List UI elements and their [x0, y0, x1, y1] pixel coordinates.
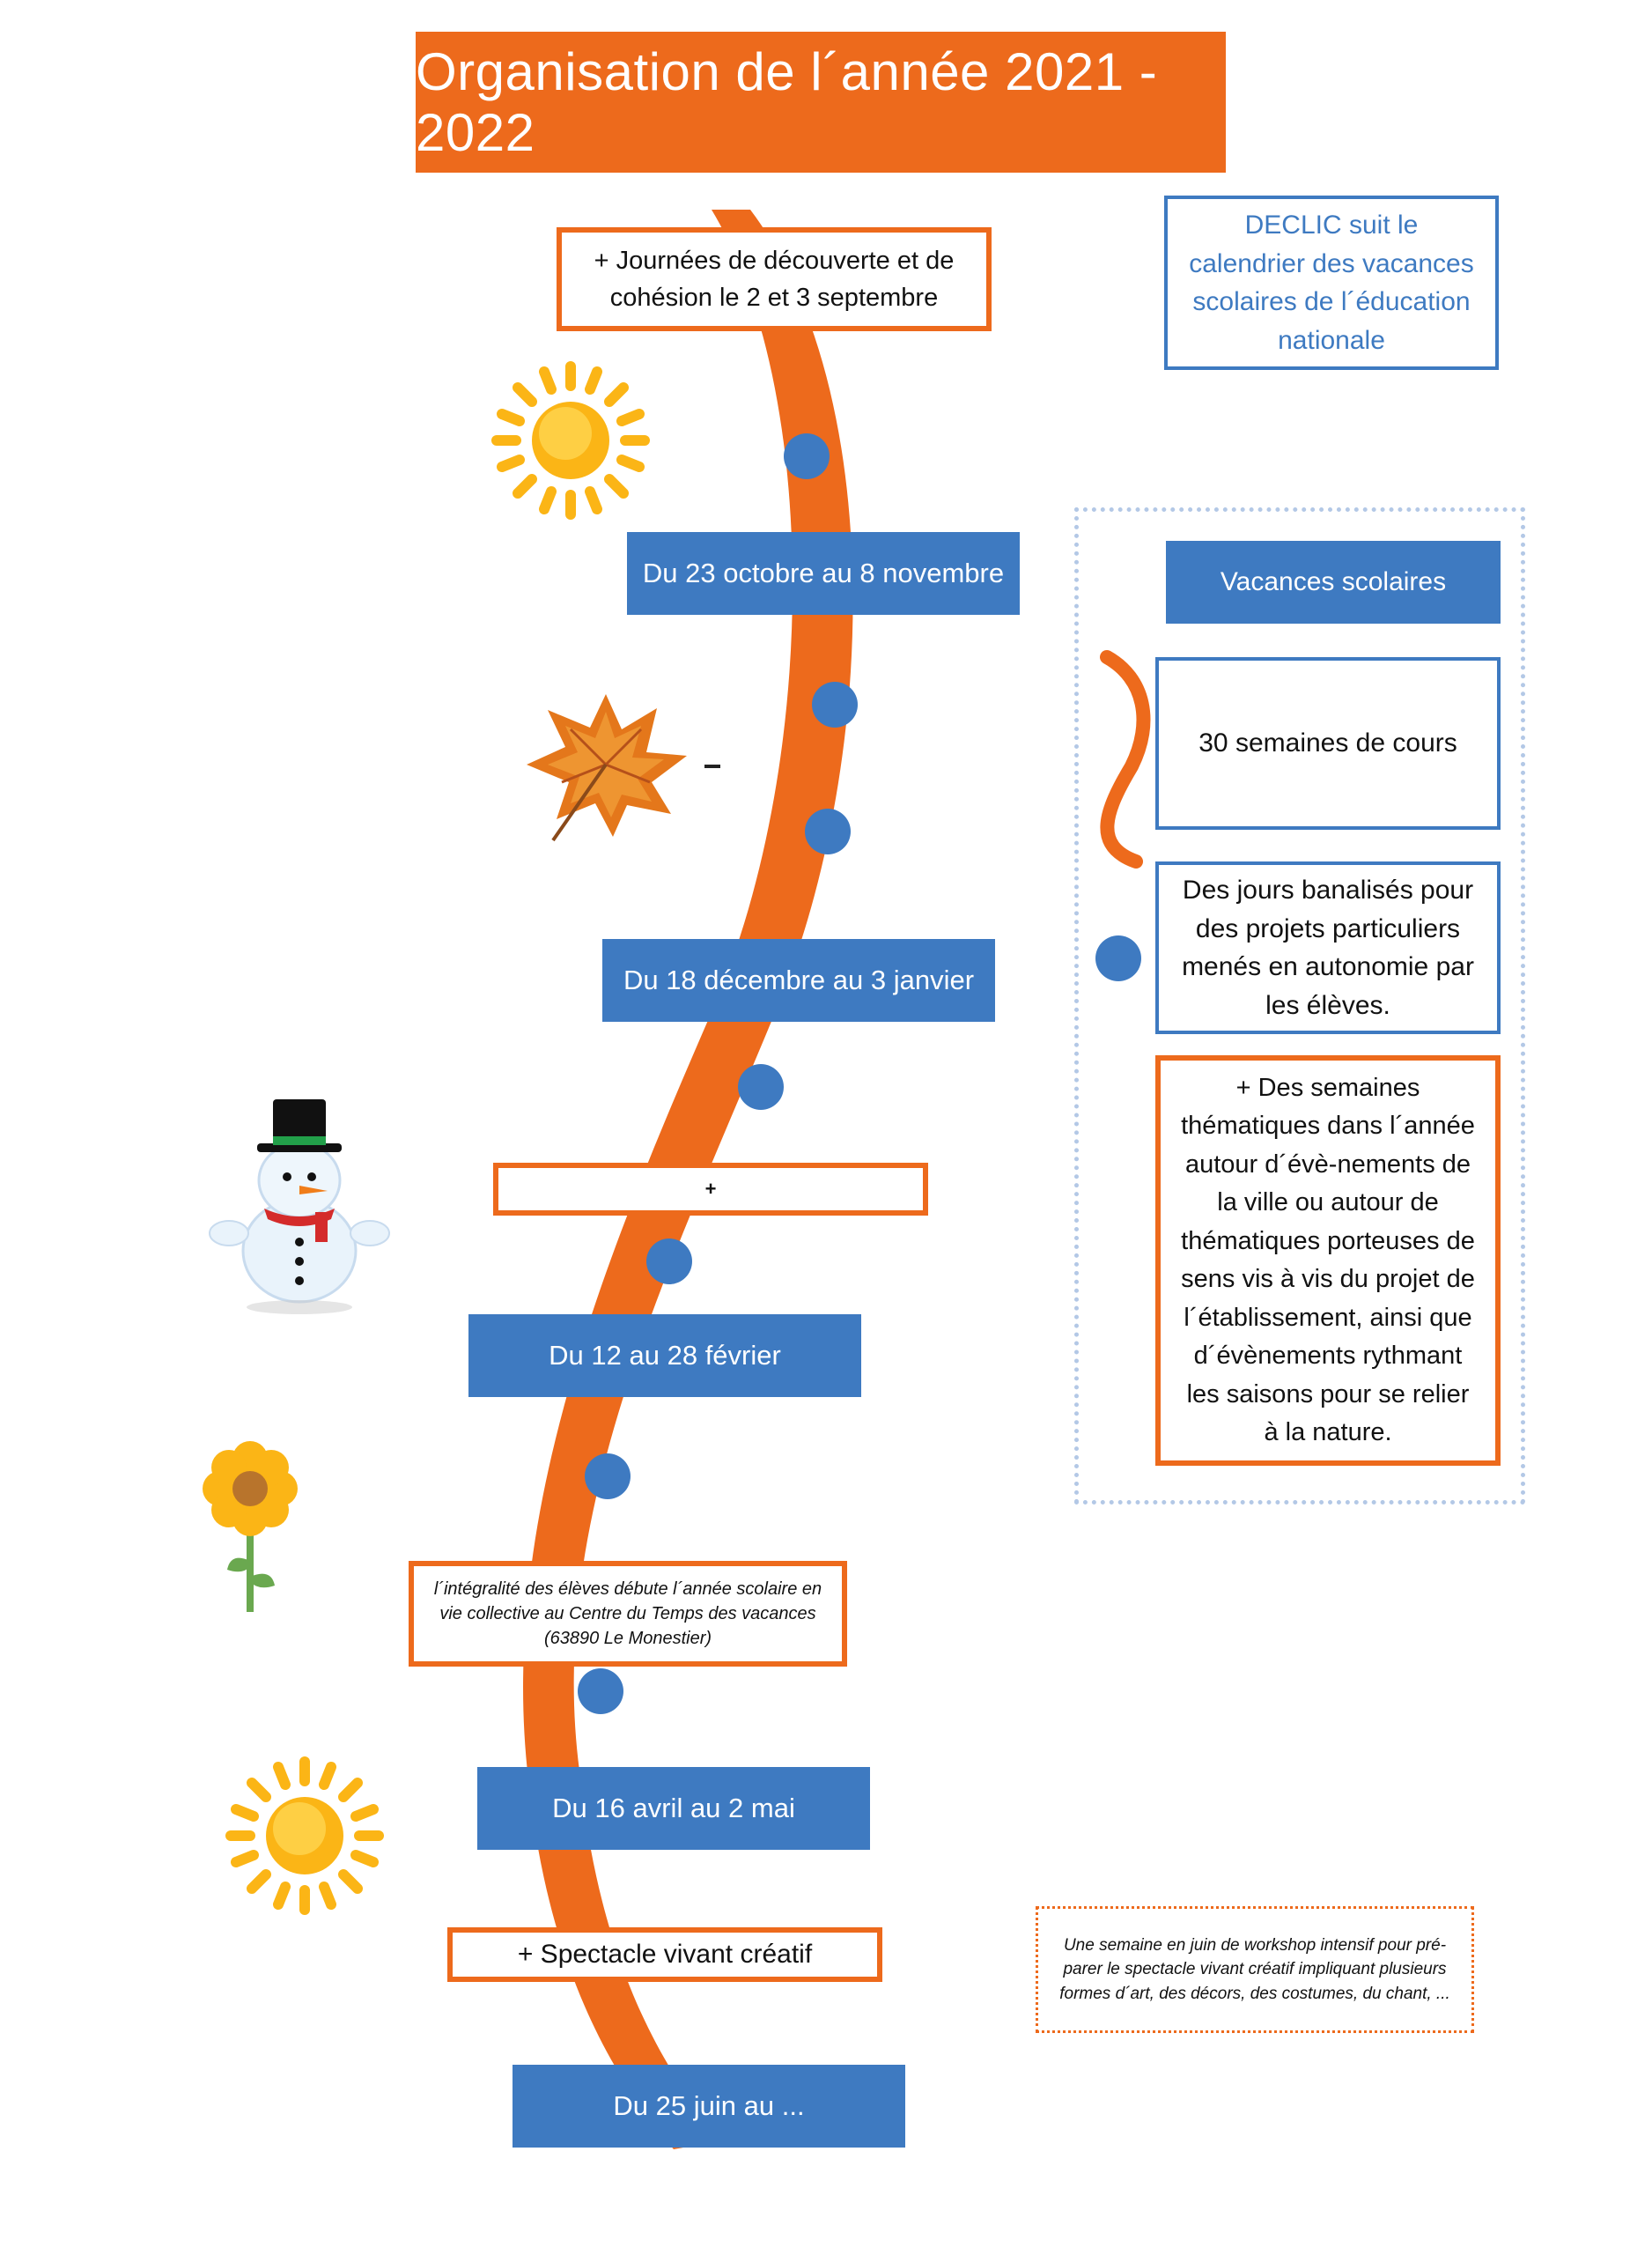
info-box: DECLIC suit le calendrier des vacances s… — [1164, 196, 1499, 370]
plus-marker-box: + — [493, 1163, 928, 1216]
vacances-hiver: Du 12 au 28 février — [468, 1314, 861, 1397]
june-workshop-note: Une semaine en juin de workshop intensif… — [1036, 1906, 1474, 2033]
vacances-ete: Du 25 juin au ... — [513, 2065, 905, 2148]
legend-semaines-cours: 30 semaines de cours — [1155, 657, 1501, 830]
special-day-dot — [812, 682, 858, 728]
vacances-toussaint: Du 23 octobre au 8 novembre — [627, 532, 1020, 615]
bracket-icon — [1100, 650, 1151, 869]
legend-frame — [1074, 507, 1525, 1505]
legend-vacances: Vacances scolaires — [1166, 541, 1501, 624]
special-day-dot — [738, 1064, 784, 1110]
dash-mark — [704, 765, 720, 768]
legend-dot — [1095, 935, 1141, 981]
special-day-dot — [578, 1668, 623, 1714]
spectacle-box: + Spectacle vivant créatif — [447, 1927, 882, 1982]
vacances-printemps: Du 16 avril au 2 mai — [477, 1767, 870, 1850]
legend-semaines-thematiques: + Des semaines thématiques dans l´année … — [1155, 1055, 1501, 1466]
special-day-dot — [585, 1453, 631, 1499]
decouverte-box: + Journées de découverte et de cohésion … — [557, 227, 992, 331]
vie-collective-box: l´intégralité des élèves débute l´année … — [409, 1561, 847, 1667]
legend-jours-banalises: Des jours banalisés pour des projets par… — [1155, 861, 1501, 1034]
special-day-dot — [784, 433, 830, 479]
vacances-noel: Du 18 décembre au 3 janvier — [602, 939, 995, 1022]
page-title: Organisation de l´année 2021 - 2022 — [416, 32, 1226, 173]
special-day-dot — [646, 1238, 692, 1284]
special-day-dot — [805, 809, 851, 854]
